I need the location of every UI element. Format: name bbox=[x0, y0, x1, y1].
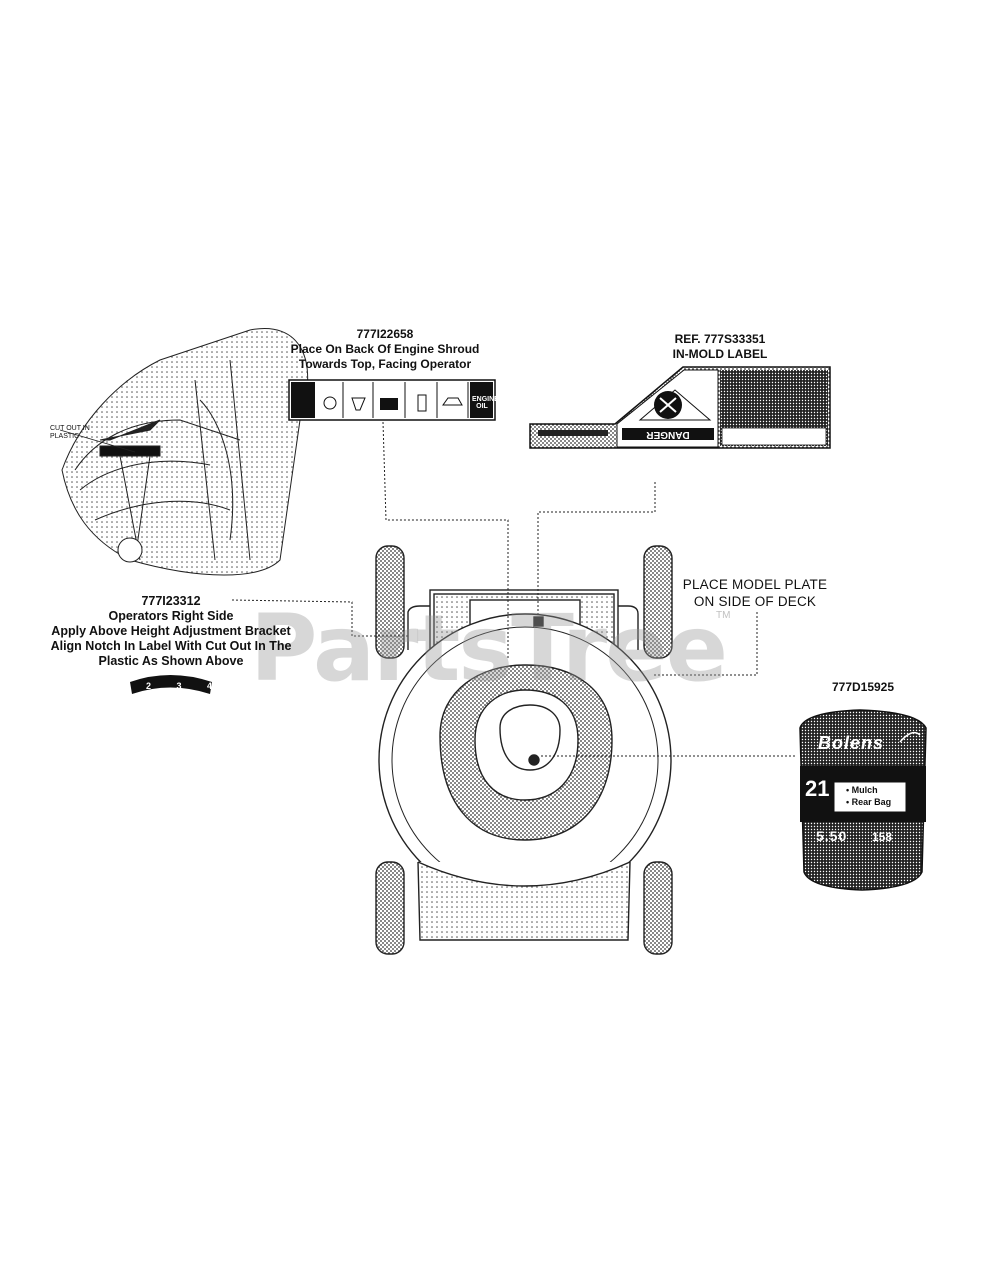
engine-shroud-decal bbox=[288, 379, 496, 421]
leader-lines bbox=[231, 421, 795, 757]
height-decal-part: 777I23312 bbox=[141, 594, 201, 608]
height-digits: 2 3 4 bbox=[146, 681, 212, 691]
watermark-tm: TM bbox=[716, 610, 731, 621]
danger-in-mold-label bbox=[529, 366, 831, 449]
danger-label-ref: REF. 777S33351 bbox=[674, 332, 766, 346]
height-digit: 2 bbox=[146, 681, 152, 691]
engine-cc: 158 bbox=[872, 830, 893, 844]
height-digit: 3 bbox=[176, 681, 182, 691]
brand-options: • Mulch • Rear Bag bbox=[846, 784, 891, 808]
brand-name: Bolens bbox=[818, 733, 885, 753]
height-decal-line3: Align Notch In Label With Cut Out In The bbox=[50, 639, 292, 653]
watermark: PartsTree bbox=[250, 595, 728, 702]
engine-decal-line2: Towards Top, Facing Operator bbox=[298, 357, 472, 371]
engine-torque: 5.50 bbox=[816, 828, 848, 844]
cut-out-callout: CUT OUT IN PLASTIC bbox=[50, 425, 90, 440]
option-mulch: • Mulch bbox=[846, 785, 878, 795]
height-decal-line4: Plastic As Shown Above bbox=[98, 654, 244, 668]
height-decal-line2: Apply Above Height Adjustment Bracket bbox=[51, 624, 291, 638]
danger-label-caption: REF. 777S33351 IN-MOLD LABEL bbox=[640, 332, 800, 362]
engine-decal-line1: Place On Back Of Engine Shroud bbox=[290, 342, 480, 356]
model-plate-line2: ON SIDE OF DECK bbox=[693, 594, 817, 609]
mower-top-view bbox=[375, 545, 673, 955]
model-plate-note: PLACE MODEL PLATE ON SIDE OF DECK bbox=[670, 576, 840, 610]
engine-decal-caption: 777I22658 Place On Back Of Engine Shroud… bbox=[260, 327, 510, 372]
deck-size: 21 bbox=[805, 776, 830, 801]
height-decal-caption: 777I23312 Operators Right Side Apply Abo… bbox=[32, 594, 310, 669]
bolens-brand-decal bbox=[799, 709, 927, 891]
height-adjust-illustration bbox=[59, 328, 309, 576]
height-decal-line1: Operators Right Side bbox=[108, 609, 234, 623]
brand-decal-part: 777D15925 bbox=[831, 680, 895, 694]
height-digit: 4 bbox=[206, 681, 212, 691]
danger-word: DANGER bbox=[646, 429, 690, 440]
height-decal-strip bbox=[130, 675, 212, 694]
model-plate-line1: PLACE MODEL PLATE bbox=[682, 577, 828, 592]
engine-decal-part: 777I22658 bbox=[356, 327, 414, 341]
option-rear-bag: • Rear Bag bbox=[846, 797, 892, 807]
danger-label-inmold: IN-MOLD LABEL bbox=[672, 347, 768, 361]
engine-decal-oil-text: ENGINE OIL bbox=[472, 396, 499, 410]
